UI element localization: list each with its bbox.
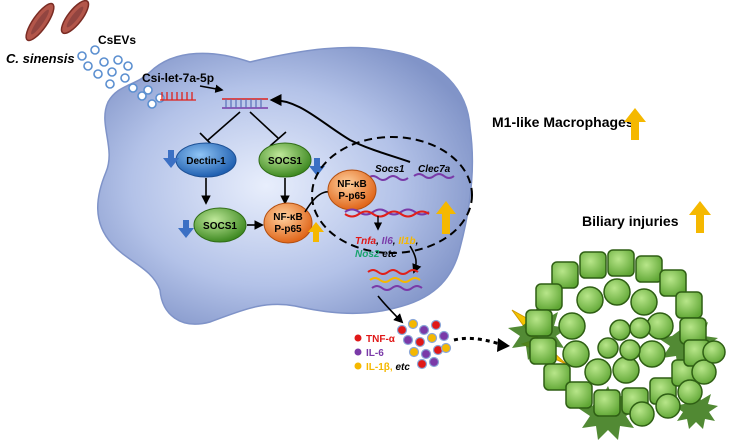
cytokine-mrnas xyxy=(367,269,423,291)
socs1-top-label: SOCS1 xyxy=(268,156,302,167)
nucleus xyxy=(311,136,473,254)
cytokine-cluster xyxy=(396,318,452,370)
nfkb-cyto-label-1: NF-κB xyxy=(273,212,302,223)
dotted-arrow xyxy=(453,336,501,346)
inhibition-lines xyxy=(199,111,287,148)
up-arrow-icon xyxy=(624,108,646,140)
up-arrow-icon xyxy=(308,222,324,242)
nfkb-nucleus-label-1: NF-κB xyxy=(337,179,366,190)
cytokine-legend: TNF-α IL-6 IL-1β, etc xyxy=(354,334,410,373)
socs1-top-node: SOCS1 xyxy=(258,142,312,178)
dectin1-label: Dectin-1 xyxy=(186,156,226,167)
dna-strand xyxy=(344,208,430,218)
parasite-label: C. sinensis xyxy=(6,51,75,66)
nfkb-cyto-label-2: P-p65 xyxy=(274,224,302,235)
csevs-vesicles xyxy=(77,45,165,109)
mrna-clec7a xyxy=(413,173,455,179)
biliary-title: Biliary injuries xyxy=(582,213,679,229)
up-arrow-icon xyxy=(436,201,456,234)
nfkb-nucleus-label-2: P-p65 xyxy=(338,191,366,202)
mirna-label: Csi-let-7a-5p xyxy=(142,71,214,85)
biliary-tissue xyxy=(508,249,726,440)
socs1-bottom-label: SOCS1 xyxy=(203,221,237,232)
mirna-strand xyxy=(160,92,196,101)
gene-clec7a-label: Clec7a xyxy=(418,164,451,175)
legend-il6: IL-6 xyxy=(366,348,384,359)
gene-socs1-label: Socs1 xyxy=(375,164,405,175)
legend-tnfa: TNF-α xyxy=(366,334,396,345)
legend-il1b-row: IL-1β, etc xyxy=(366,362,410,373)
nfkb-cyto-node: NF-κB P-p65 xyxy=(263,202,313,244)
m1-title: M1-like Macrophages xyxy=(492,114,634,130)
mirna-duplex xyxy=(222,98,268,109)
target-genes-2: Nos2 etc xyxy=(355,249,397,260)
dectin1-node: Dectin-1 xyxy=(175,142,237,178)
nfkb-nucleus-node: NF-κB P-p65 xyxy=(327,169,377,211)
mrna-socs1 xyxy=(367,175,409,181)
socs1-bottom-node: SOCS1 xyxy=(193,207,247,243)
parasite-icon xyxy=(25,0,90,42)
target-genes: Tnfa, Il6, Il1b, xyxy=(355,236,418,247)
csevs-label: CsEVs xyxy=(98,33,136,47)
up-arrow-icon xyxy=(689,201,711,233)
down-arrow-icon xyxy=(163,150,325,238)
feedback-arrow xyxy=(269,94,411,163)
